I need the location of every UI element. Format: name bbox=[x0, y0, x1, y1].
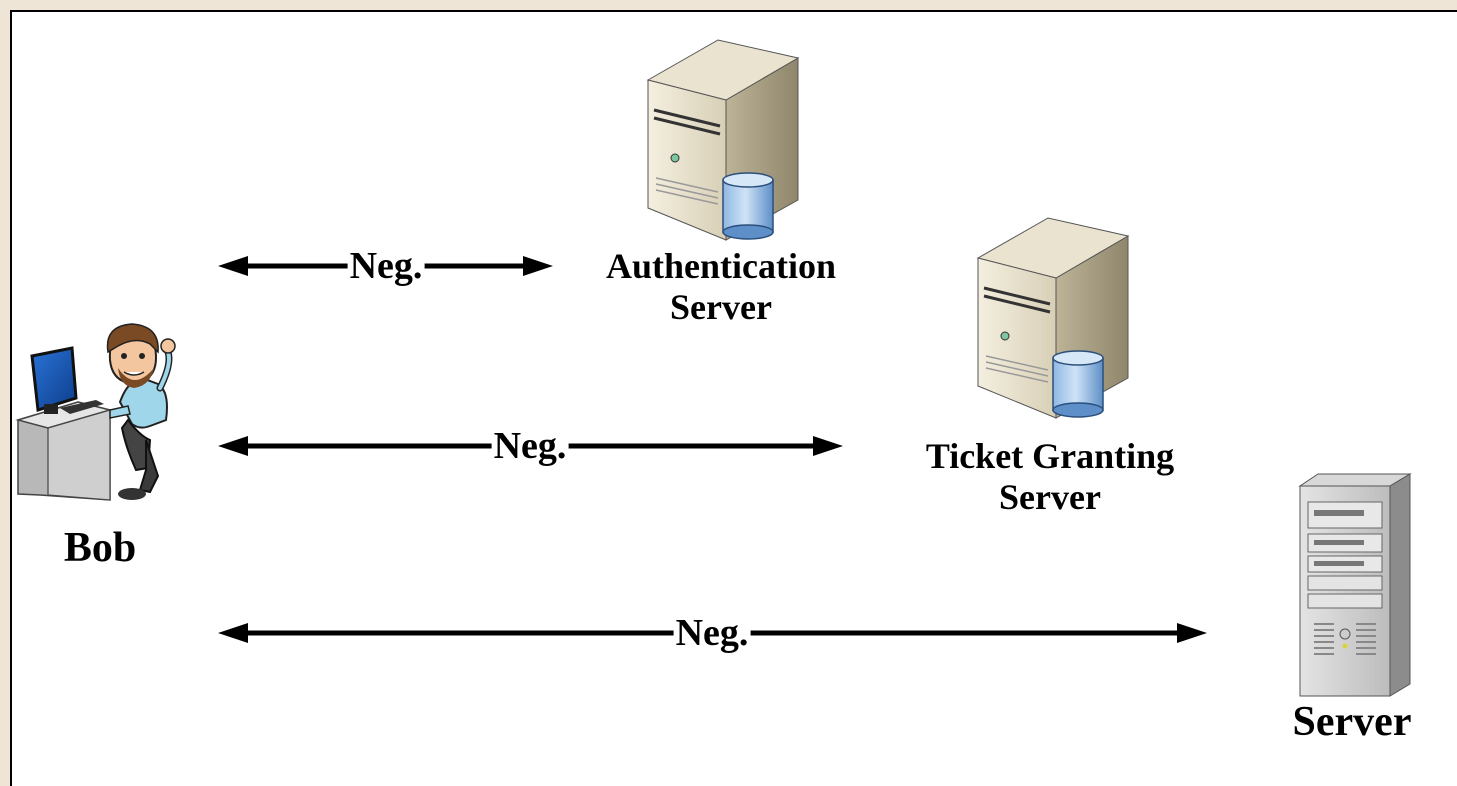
arrow-label-auth: Neg. bbox=[347, 245, 425, 287]
arrow-label-tgs: Neg. bbox=[491, 425, 569, 467]
bob-label: Bob bbox=[63, 525, 137, 571]
database-server-icon bbox=[976, 217, 1130, 419]
auth-server-label: Authentication Server bbox=[605, 246, 836, 328]
database-server-icon bbox=[646, 39, 800, 241]
tower-server-icon bbox=[1298, 473, 1412, 697]
server-label: Server bbox=[1292, 699, 1412, 745]
arrow-label-server: Neg. bbox=[673, 612, 751, 654]
tgs-label: Ticket Granting Server bbox=[925, 436, 1175, 518]
user-at-computer-icon bbox=[15, 323, 176, 501]
